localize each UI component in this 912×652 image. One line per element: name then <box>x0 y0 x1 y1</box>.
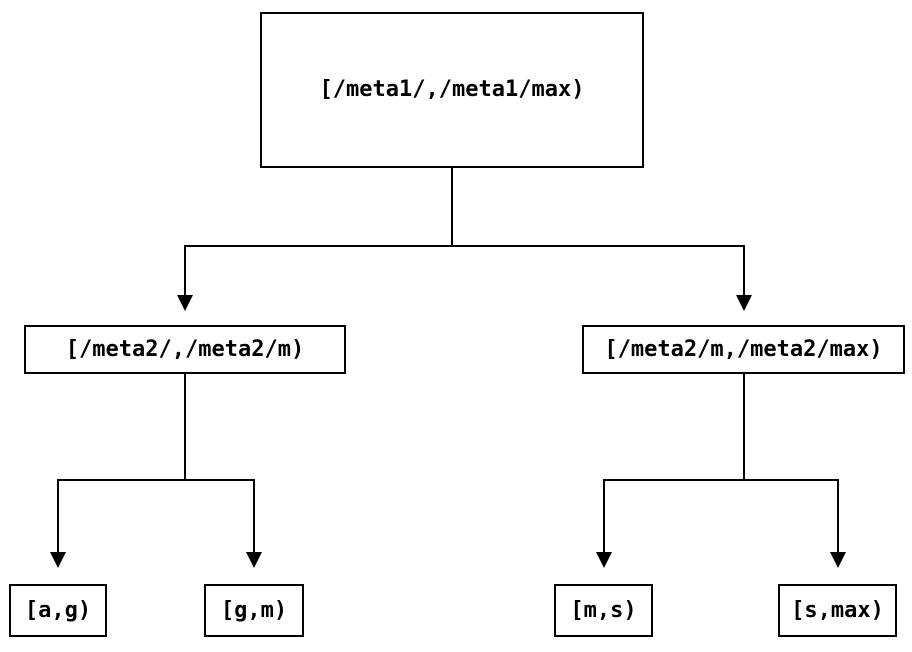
edge-root-trunk <box>185 168 744 247</box>
edge-mid-left-to-leaf-gm <box>246 479 262 568</box>
arrowhead-mid-right <box>736 295 752 311</box>
arrowhead-leaf-ms <box>596 552 612 568</box>
arrowhead-mid-left <box>177 295 193 311</box>
edge-mid-right-trunk <box>604 374 838 481</box>
node-root-label: [/meta1/,/meta1/max) <box>319 77 585 102</box>
arrowhead-leaf-gm <box>246 552 262 568</box>
node-leaf-gm: [g,m) <box>204 584 304 637</box>
edge-root-to-mid-right <box>736 245 752 311</box>
edge-mid-right-to-leaf-ms <box>596 479 612 568</box>
node-leaf-ag-label: [a,g) <box>24 597 92 623</box>
node-leaf-gm-label: [g,m) <box>220 597 288 623</box>
edge-mid-right-to-leaf-smax <box>830 479 846 568</box>
node-leaf-smax: [s,max) <box>778 584 897 637</box>
node-mid-left: [/meta2/,/meta2/m) <box>24 325 346 374</box>
node-leaf-smax-label: [s,max) <box>791 597 884 623</box>
node-mid-right: [/meta2/m,/meta2/max) <box>582 325 905 374</box>
node-leaf-ms-label: [m,s) <box>570 597 637 623</box>
arrowhead-leaf-ag <box>50 552 66 568</box>
edge-root-to-mid-left <box>177 245 193 311</box>
edge-mid-left-trunk <box>58 374 254 481</box>
node-leaf-ms: [m,s) <box>554 584 653 637</box>
edge-mid-left-to-leaf-ag <box>50 479 66 568</box>
arrowhead-leaf-smax <box>830 552 846 568</box>
node-mid-right-label: [/meta2/m,/meta2/max) <box>604 336 883 362</box>
node-root: [/meta1/,/meta1/max) <box>260 12 644 168</box>
node-leaf-ag: [a,g) <box>9 584 107 637</box>
node-mid-left-label: [/meta2/,/meta2/m) <box>65 336 305 362</box>
